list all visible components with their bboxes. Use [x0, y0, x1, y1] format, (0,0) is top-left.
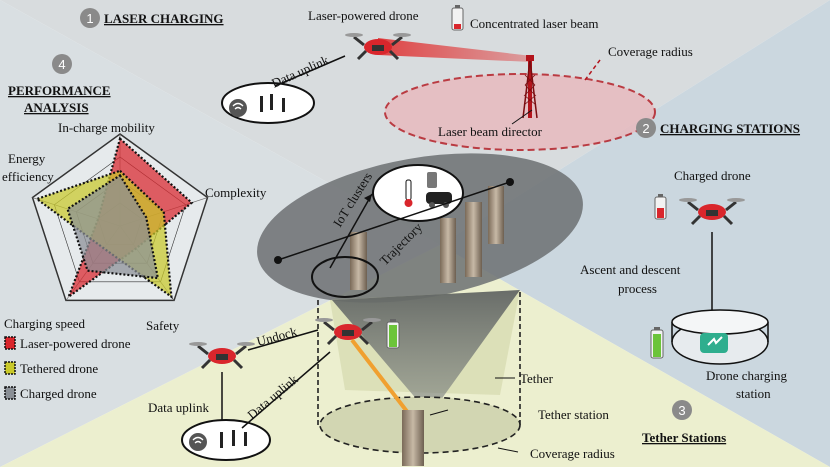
data-uplink-arrow-diag	[241, 351, 331, 429]
radar-series-2	[66, 173, 160, 280]
user-cluster-bottom	[181, 419, 271, 461]
section-2-badge	[636, 118, 656, 138]
battery-icon	[650, 327, 664, 359]
drone-icon	[315, 318, 381, 346]
section-4-title-line1: PERFORMANCE	[8, 83, 111, 98]
person-icon	[260, 94, 285, 112]
section-3-title: Tether Stations	[642, 430, 726, 445]
label-station-line2: station	[736, 386, 771, 401]
section-3-number: 3	[678, 403, 685, 418]
tether-station-pointer	[429, 409, 449, 416]
section-1-number: 1	[86, 11, 93, 26]
laser-beam	[378, 38, 532, 62]
bg-left	[0, 0, 440, 467]
radar-axis-upper-left-2: efficiency	[2, 169, 54, 184]
drone-icon	[679, 198, 745, 226]
legend-label-charged: Charged drone	[20, 386, 97, 401]
phone-icon	[427, 172, 437, 188]
label-laser-beam: Concentrated laser beam	[470, 16, 599, 31]
person-icon	[220, 430, 247, 448]
label-charged-drone: Charged drone	[674, 168, 751, 183]
radar-axis-upper-right: Complexity	[205, 185, 267, 200]
battery-icon	[386, 319, 400, 349]
iot-connector	[329, 193, 373, 269]
building-icon	[350, 186, 504, 466]
label-ascent-line2: process	[618, 281, 657, 296]
label-tether-station: Tether station	[538, 407, 609, 422]
radar-axis-top: In-charge mobility	[58, 120, 155, 135]
laser-tower-icon	[522, 55, 538, 119]
charging-pad-icon	[671, 309, 769, 365]
wifi-icon	[229, 99, 247, 117]
section-4-title-line2: ANALYSIS	[24, 100, 89, 115]
trajectory-line	[277, 181, 511, 261]
legend-swatch-charged	[4, 386, 16, 400]
legend-label-laser: Laser-powered drone	[20, 336, 131, 351]
radar-chart	[31, 133, 209, 302]
undock-arrow	[247, 329, 319, 351]
label-laser-drone: Laser-powered drone	[308, 8, 419, 23]
battery-icon	[451, 5, 464, 31]
drone-icon	[345, 33, 411, 61]
section-4-badge	[52, 54, 72, 74]
laser-coverage-ellipse	[384, 73, 656, 151]
label-ascent-line1: Ascent and descent	[580, 262, 681, 277]
label-data-uplink-left: Data uplink	[148, 400, 210, 415]
iot-cluster-circle	[311, 256, 379, 298]
coverage-pointer-bottom	[497, 447, 519, 453]
section-1-title: LASER CHARGING	[104, 11, 224, 26]
label-tether: Tether	[520, 371, 554, 386]
radar-axis-lower-left: Charging speed	[4, 316, 85, 331]
label-coverage-top: Coverage radius	[608, 44, 693, 59]
beam-director-pointer	[511, 109, 533, 125]
legend-label-tether: Tethered drone	[20, 361, 98, 376]
label-coverage-bottom: Coverage radius	[530, 446, 615, 461]
drone-icon	[189, 342, 255, 370]
radar-axis-upper-left-1: Energy	[8, 151, 46, 166]
iot-device-circle	[372, 164, 464, 222]
wifi-icon	[189, 433, 207, 451]
thermometer-icon	[404, 179, 413, 207]
trajectory-start	[274, 256, 282, 264]
legend-swatch-tether	[4, 361, 16, 375]
label-beam-director: Laser beam director	[438, 124, 543, 139]
tether-line	[350, 338, 414, 420]
section-2-number: 2	[642, 121, 649, 136]
battery-icon	[654, 194, 667, 220]
label-station-line1: Drone charging	[706, 368, 787, 383]
radar-axis-lower-right: Safety	[146, 318, 180, 333]
radar-legend: Laser-powered drone Tethered drone Charg…	[4, 336, 131, 401]
legend-swatch-laser	[4, 336, 16, 350]
section-4-number: 4	[58, 57, 65, 72]
iot-connector-arrowhead	[364, 194, 372, 202]
section-1-badge	[80, 8, 100, 28]
section-3-badge	[672, 400, 692, 420]
data-uplink-arrow-top	[274, 55, 346, 87]
section-2-title: CHARGING STATIONS	[660, 121, 800, 136]
trajectory-end	[506, 178, 514, 186]
